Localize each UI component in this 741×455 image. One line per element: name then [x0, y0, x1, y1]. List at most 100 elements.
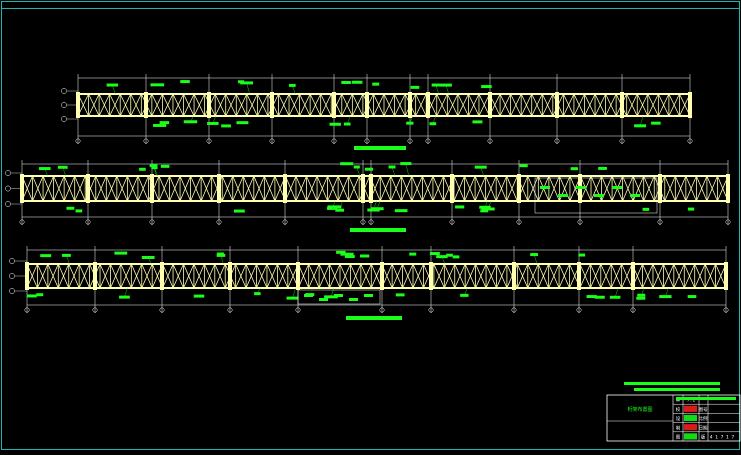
member-note-tag: [395, 293, 405, 297]
diagonal-member: [116, 175, 128, 202]
diagonal-member: [37, 263, 49, 289]
diagonal-member: [127, 175, 139, 202]
member-note-tag: [394, 209, 408, 213]
title-block-cell: 设: [676, 415, 681, 422]
diagonal-member: [172, 93, 184, 117]
truss-elevations: [5, 74, 731, 391]
note-leader: [148, 257, 152, 265]
grid-bubble: [75, 138, 81, 144]
diagonal-member: [162, 263, 174, 289]
diagonal-member: [394, 93, 406, 117]
column-post: [150, 174, 154, 203]
diagonal-member: [242, 175, 255, 202]
member-note-tag: [160, 164, 170, 168]
diagonal-member: [257, 93, 269, 117]
diagonal-member: [109, 93, 121, 117]
column-post: [332, 92, 336, 118]
diagonal-member: [657, 93, 670, 117]
diagonal-member: [63, 175, 76, 202]
member-note-tag: [406, 121, 414, 125]
diagonal-member: [475, 263, 487, 289]
diagonal-member: [600, 263, 612, 289]
grid-bubble: [295, 307, 301, 313]
column-post: [724, 262, 728, 290]
grid-bubble: [576, 307, 582, 313]
diagonal-member: [673, 263, 685, 289]
grid-bubble: [619, 138, 625, 144]
title-block-stamp: [684, 433, 697, 440]
detail-note-tag: [540, 186, 550, 189]
note-leader: [62, 167, 66, 177]
drawing-title-text: 桁架布置图: [627, 406, 652, 413]
note-leader: [639, 115, 644, 126]
diagonal-member: [348, 175, 360, 202]
diagonal-member: [130, 93, 142, 117]
detail-note-tag: [630, 194, 640, 197]
diagonal-member: [190, 175, 202, 202]
title-block-cell: 图: [676, 435, 681, 441]
diagonal-member: [225, 93, 237, 117]
diagonal-member: [390, 175, 402, 202]
grid-bubble: [368, 219, 374, 225]
grid-bubble: [630, 307, 636, 313]
grid-bubble: [364, 138, 370, 144]
grid-bubble: [725, 219, 731, 225]
column-post: [488, 92, 492, 118]
diagonal-member: [221, 175, 234, 202]
diagonal-member: [642, 263, 654, 289]
member-note-tag: [455, 205, 465, 209]
member-note-tag: [594, 295, 605, 299]
column-post: [160, 262, 164, 290]
grid-bubble: [85, 219, 91, 225]
note-leader: [66, 255, 70, 265]
detail-note-tag: [304, 294, 313, 297]
grid-bubble: [723, 307, 729, 313]
column-post: [76, 92, 80, 118]
member-note-tag: [364, 167, 374, 171]
diagonal-member: [499, 93, 511, 117]
diagonal-member: [105, 175, 118, 202]
member-note-tag: [446, 253, 453, 257]
detail-note-tag: [612, 186, 622, 189]
diagonal-member: [172, 263, 184, 289]
note-leader: [220, 253, 224, 265]
diagonal-member: [42, 175, 54, 202]
diagonal-member: [436, 93, 448, 117]
diagonal-member: [295, 175, 307, 202]
diagonal-member: [278, 93, 290, 117]
detail-note-tag: [364, 294, 373, 297]
member-note-tag: [341, 80, 351, 84]
diagonal-member: [573, 93, 585, 117]
diagonal-member: [169, 175, 181, 202]
diagonal-member: [88, 93, 100, 117]
title-block-cell: 日期: [699, 425, 708, 431]
diagonal-member: [454, 263, 466, 289]
member-note-tag: [634, 124, 647, 128]
column-post: [369, 174, 373, 203]
column-post: [380, 262, 384, 290]
title-block-cell: 制: [676, 424, 681, 431]
member-note-tag: [578, 253, 586, 257]
note-leader: [435, 84, 439, 95]
grid-bubble: [425, 138, 431, 144]
member-note-tag: [429, 122, 437, 126]
diagonal-member: [235, 93, 248, 117]
diagonal-member: [299, 93, 311, 117]
diagonal-member: [266, 263, 278, 289]
grid-bubble: [269, 138, 275, 144]
member-note-tag: [351, 80, 363, 84]
member-note-tag: [114, 251, 128, 255]
grid-bubble: [360, 219, 366, 225]
note-leader: [614, 287, 619, 298]
title-block-cell: 比例: [699, 415, 708, 422]
note-leader: [441, 256, 446, 265]
diagonal-member: [548, 263, 560, 289]
diagonal-member: [495, 175, 508, 202]
grid-bubble: [282, 219, 288, 225]
column-post: [658, 174, 662, 203]
diagonal-member: [285, 175, 297, 202]
diagonal-member: [391, 263, 403, 289]
diagonal-member: [432, 175, 444, 202]
